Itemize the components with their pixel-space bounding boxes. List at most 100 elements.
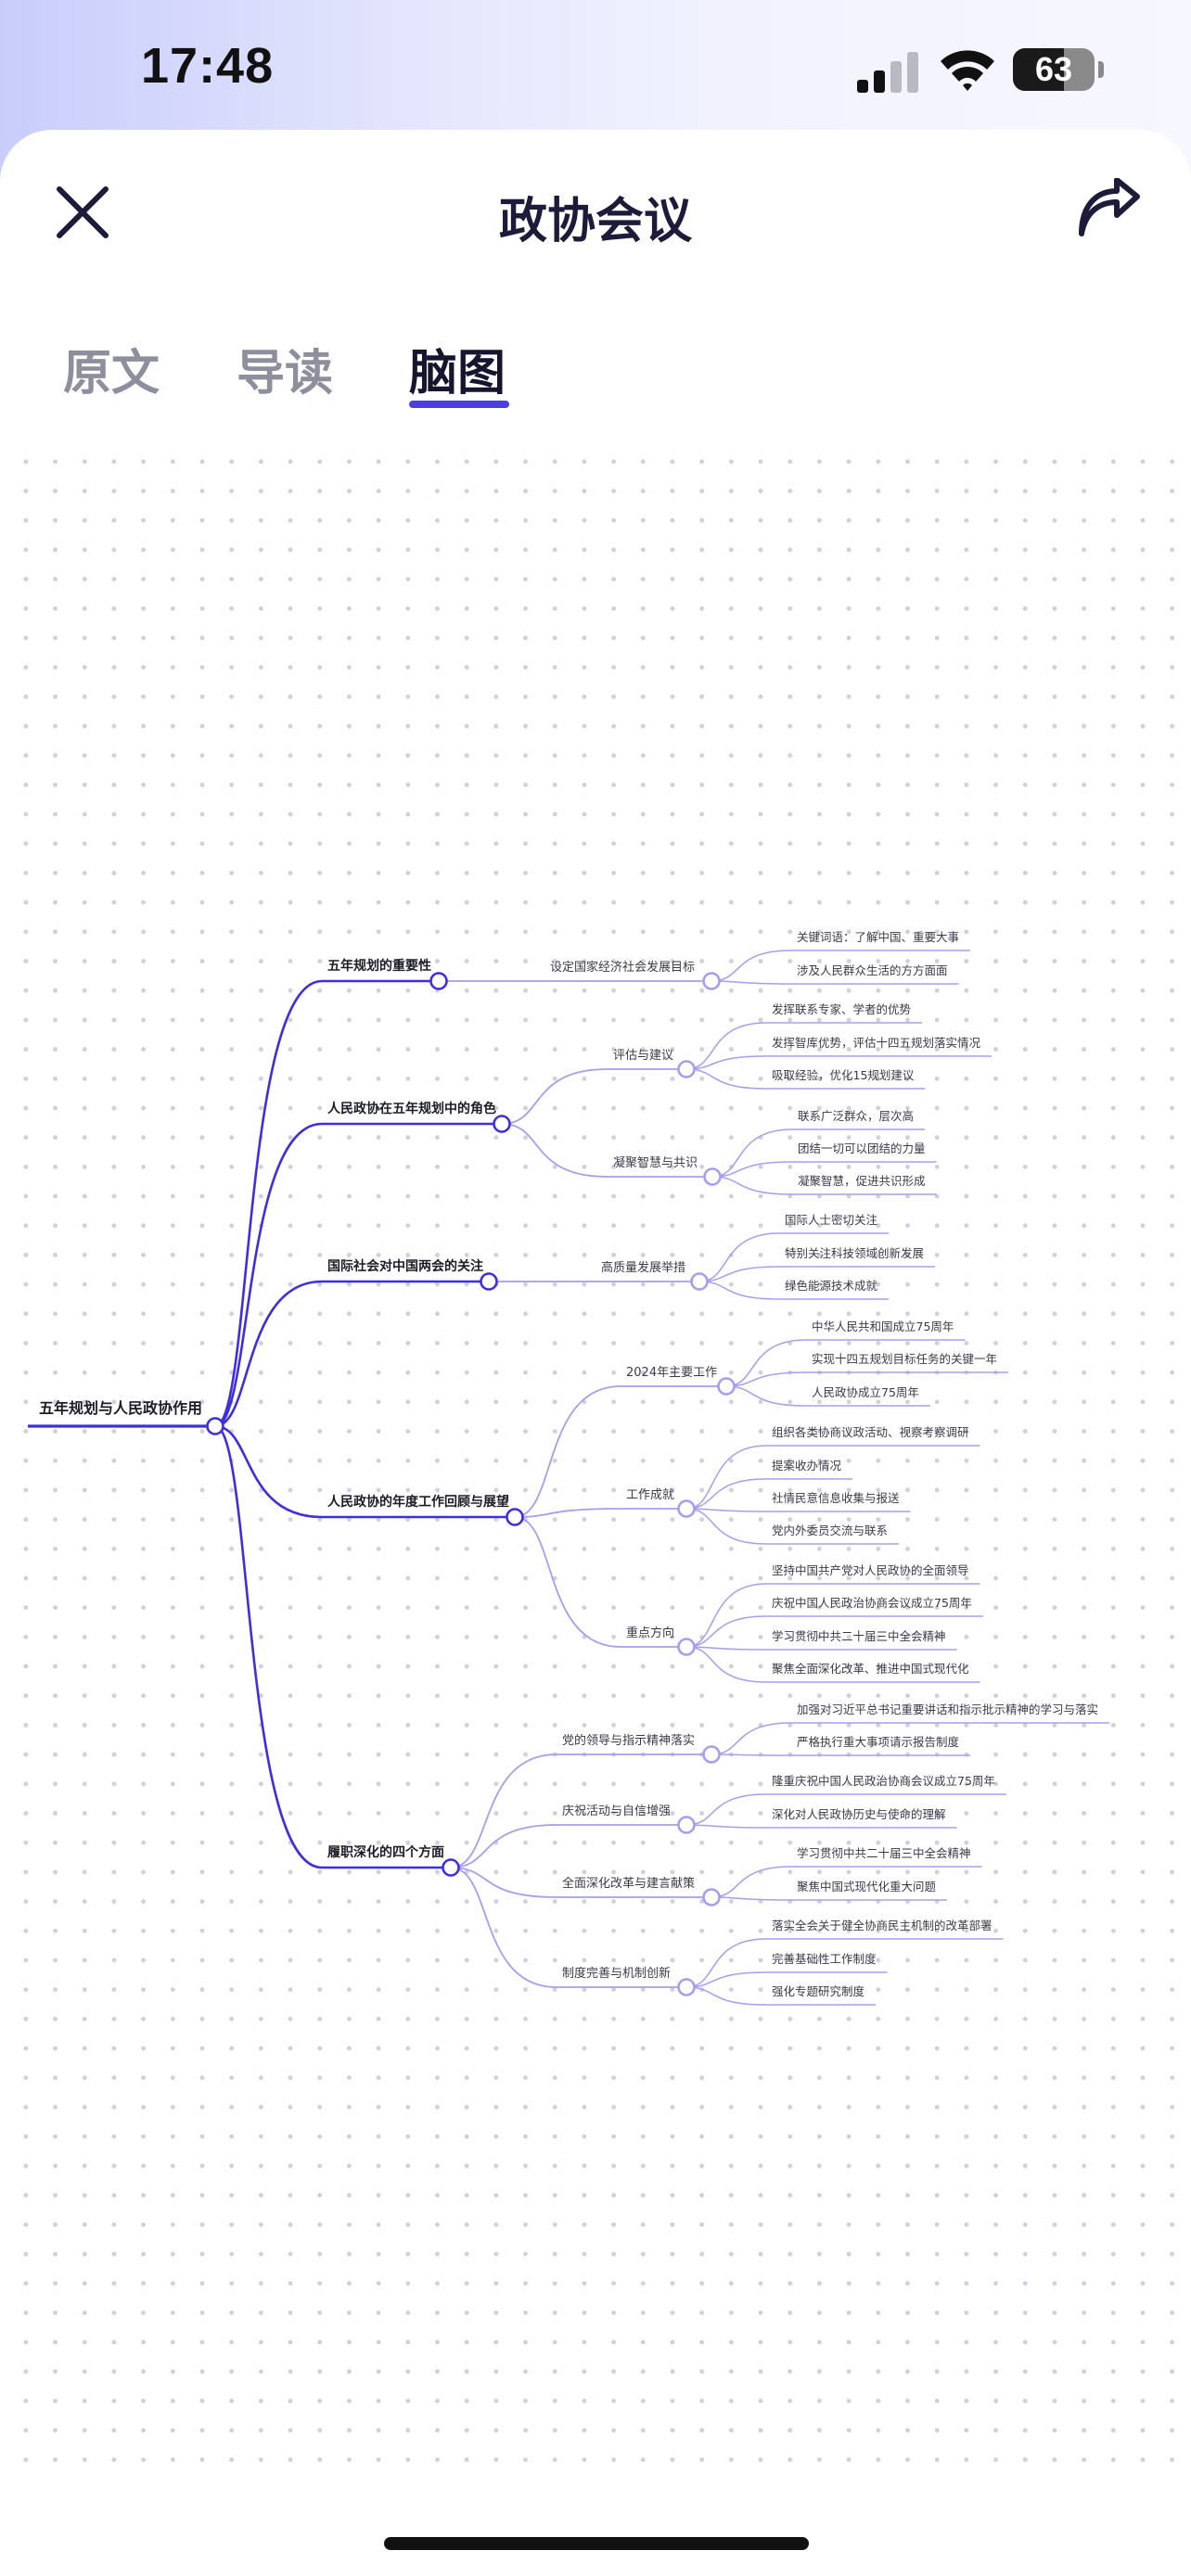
leaf-connector [698,1232,780,1282]
mindmap-subbranch-label[interactable]: 评估与建议 [613,1049,673,1063]
mindmap-leaf-label[interactable]: 庆祝中国人民政治协商会议成立75周年 [772,1596,972,1610]
mindmap-leaf-label[interactable]: 发挥智库优势，评估十四五规划落实情况 [772,1036,981,1050]
mindmap-leaf-label[interactable]: 组织各类协商议政活动、视察考察调研 [772,1425,969,1439]
subbranch-collapse-toggle[interactable] [703,1167,722,1186]
root-collapse-toggle[interactable] [206,1417,224,1435]
branch-collapse-toggle[interactable] [442,1858,460,1877]
mindmap-leaf-label[interactable]: 凝聚智慧，促进共识形成 [798,1174,926,1188]
mindmap-leaf-label[interactable]: 联系广泛群众，层次高 [798,1109,914,1123]
mindmap-leaf-label[interactable]: 加强对习近平总书记重要讲话和指示批示精神的学习与落实 [797,1702,1098,1716]
leaf-connector [698,1281,780,1300]
mindmap-branch-label[interactable]: 国际社会对中国两会的关注 [327,1258,483,1274]
mindmap-branch-label[interactable]: 履职深化的四个方面 [327,1844,444,1860]
leaf-connector [685,1068,767,1090]
subbranch-collapse-toggle[interactable] [702,972,721,990]
branch-connector [214,1280,323,1428]
mindmap-leaf-label[interactable]: 聚焦全面深化改革、推进中国式现代化 [772,1662,969,1676]
mindmap-leaf-label[interactable]: 落实全会关于健全协商民主机制的改革部署 [772,1919,992,1932]
mindmap-leaf-label[interactable]: 特别关注科技领域创新发展 [785,1246,924,1260]
mindmap-subbranch-label[interactable]: 庆祝活动与自信增强 [562,1804,671,1818]
home-indicator [384,2537,809,2550]
mindmap-leaf-label[interactable]: 人民政协成立75周年 [812,1385,919,1399]
subbranch-collapse-toggle[interactable] [690,1272,709,1291]
subbranch-collapse-toggle[interactable] [702,1745,721,1764]
leaf-connector [685,1615,767,1648]
tab-guide[interactable]: 导读 [237,346,334,402]
leaf-connector [685,1022,767,1070]
subbranch-collapse-toggle[interactable] [677,1060,696,1078]
mindmap-leaf-label[interactable]: 强化专题研究制度 [772,1984,865,1998]
mindmap-leaf-label[interactable]: 涉及人民群众生活的方方面面 [797,963,948,977]
leaf-connector [711,1866,792,1898]
mindmap-leaf-label[interactable]: 学习贯彻中共二十届三中全会精神 [772,1629,946,1643]
mindmap-subbranch-label[interactable]: 工作成就 [626,1488,674,1502]
battery-level-text: 63 [1034,50,1073,88]
mindmap-leaf-label[interactable]: 吸取经验，优化15规划建议 [772,1068,915,1082]
leaf-connector [698,1266,780,1282]
mindmap-leaf-label[interactable]: 实现十四五规划目标任务的关键一年 [812,1352,997,1366]
mindmap-leaf-label[interactable]: 团结一切可以团结的力量 [798,1141,926,1155]
mindmap-subbranch-label[interactable]: 重点方向 [626,1626,674,1640]
mindmap-subbranch-label[interactable]: 设定国家经济社会发展目标 [550,960,695,975]
subbranch-connector [450,1824,557,1868]
battery-icon: 63 [1013,48,1095,91]
subbranch-collapse-toggle[interactable] [702,1888,721,1906]
subbranch-connector [501,1123,608,1178]
leaf-connector [685,1055,767,1070]
wifi-icon [941,50,994,91]
mindmap-subbranch-label[interactable]: 凝聚智慧与共识 [613,1155,698,1170]
leaf-connector [685,1824,767,1829]
mindmap-leaf-label[interactable]: 深化对人民政协历史与使命的理解 [772,1807,946,1821]
leaf-connector [685,1971,767,1988]
mindmap-subbranch-label[interactable]: 2024年主要工作 [626,1366,717,1380]
mindmap-leaf-label[interactable]: 关键词语：了解中国、重要大事 [797,930,959,944]
leaf-connector [685,1938,767,1988]
mindmap-subbranch-label[interactable]: 制度完善与机制创新 [562,1966,671,1981]
mindmap-leaf-label[interactable]: 完善基础性工作制度 [772,1952,877,1966]
mindmap-leaf-label[interactable]: 提案收办情况 [772,1459,842,1473]
cellular-signal-icon [857,52,918,93]
mindmap-leaf-label[interactable]: 发挥联系专家、学者的优势 [772,1002,912,1016]
mindmap-leaf-label[interactable]: 绿色能源技术成就 [785,1279,878,1293]
battery-fill [1013,48,1065,91]
mindmap-leaf-label[interactable]: 社情民意信息收集与报送 [772,1491,900,1505]
leaf-connector [711,1129,793,1178]
subbranch-collapse-toggle[interactable] [677,1978,696,1996]
tab-original[interactable]: 原文 [63,346,160,402]
leaf-connector [685,1583,767,1648]
leaf-connector [711,1722,792,1755]
close-icon[interactable] [52,182,113,243]
subbranch-collapse-toggle[interactable] [717,1377,736,1396]
subbranch-connector [514,1508,621,1518]
leaf-connector [711,1176,793,1195]
mindmap-subbranch-label[interactable]: 高质量发展举措 [601,1260,685,1275]
subbranch-collapse-toggle[interactable] [677,1638,696,1656]
leaf-connector [685,1986,767,2006]
mindmap-leaf-label[interactable]: 学习贯彻中共二十届三中全会精神 [797,1846,971,1860]
mindmap-root-label[interactable]: 五年规划与人民政协作用 [39,1399,202,1417]
subbranch-collapse-toggle[interactable] [677,1499,696,1518]
mindmap-branch-label[interactable]: 人民政协的年度工作回顾与展望 [327,1494,509,1510]
branch-collapse-toggle[interactable] [429,972,448,990]
mindmap-subbranch-label[interactable]: 党的领导与指示精神落实 [562,1733,695,1748]
mindmap-leaf-label[interactable]: 党内外委员交流与联系 [772,1524,888,1537]
branch-collapse-toggle[interactable] [493,1115,511,1133]
mindmap-leaf-label[interactable]: 聚焦中国式现代化重大问题 [797,1880,937,1894]
mindmap-leaf-label[interactable]: 中华人民共和国成立75周年 [812,1320,954,1333]
mindmap-branch-label[interactable]: 人民政协在五年规划中的角色 [327,1101,496,1116]
mindmap-leaf-label[interactable]: 隆重庆祝中国人民政治协商会议成立75周年 [772,1774,995,1788]
leaf-connector [725,1339,807,1387]
mindmap-leaf-label[interactable]: 严格执行重大事项请示报告制度 [797,1735,960,1749]
mindmap-leaf-label[interactable]: 坚持中国共产党对人民政协的全面领导 [772,1563,969,1577]
subbranch-collapse-toggle[interactable] [677,1816,696,1834]
branch-collapse-toggle[interactable] [480,1272,498,1291]
leaf-connector [711,1753,792,1756]
battery-nub [1098,61,1104,78]
branch-collapse-toggle[interactable] [506,1508,524,1526]
tab-mindmap[interactable]: 脑图 [409,346,506,402]
mindmap-branch-label[interactable]: 五年规划的重要性 [327,958,431,974]
mindmap-subbranch-label[interactable]: 全面深化改革与建言献策 [562,1876,695,1891]
mindmap-leaf-label[interactable]: 国际人士密切关注 [785,1213,878,1227]
share-icon[interactable] [1076,178,1143,239]
